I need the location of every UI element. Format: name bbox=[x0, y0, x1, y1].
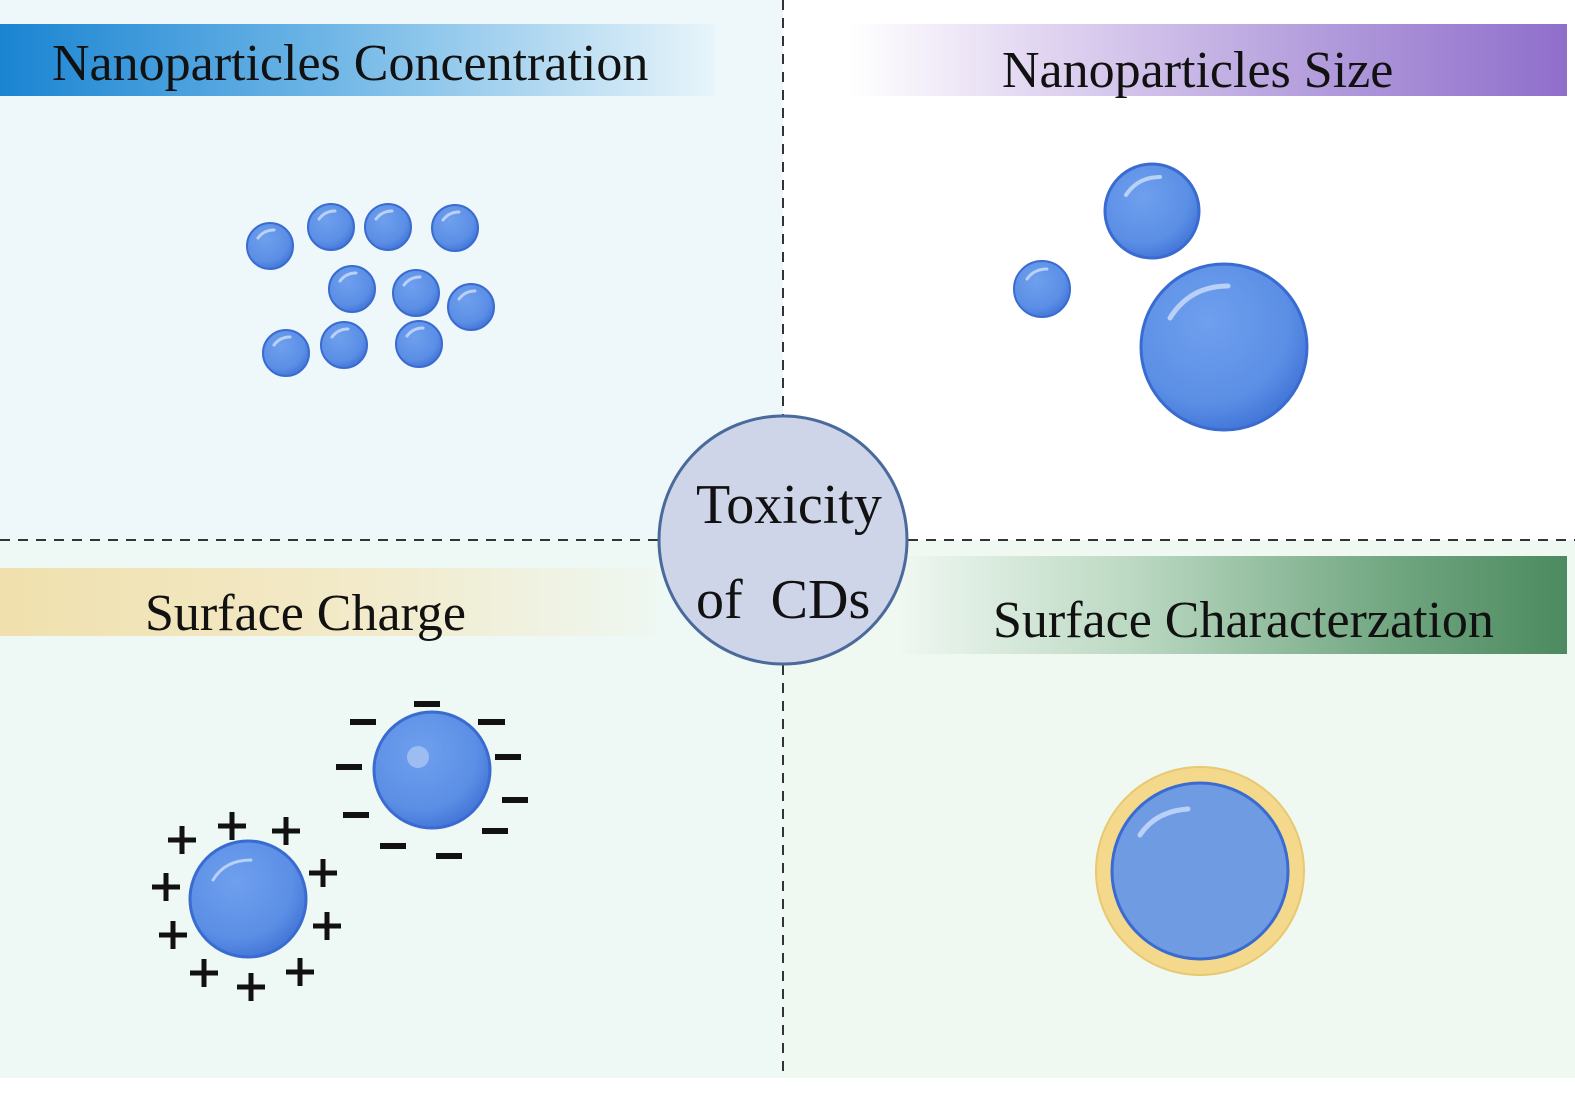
plus-sign bbox=[272, 817, 300, 845]
negative-particle bbox=[372, 710, 492, 830]
particle bbox=[246, 222, 294, 270]
particle bbox=[364, 203, 412, 251]
banner-characterization bbox=[895, 556, 1567, 654]
particle bbox=[320, 321, 368, 369]
particle bbox=[395, 320, 443, 368]
concentration-particles bbox=[246, 203, 495, 377]
plus-sign bbox=[152, 873, 180, 901]
plus-sign bbox=[286, 958, 314, 986]
size-particles bbox=[1013, 162, 1309, 432]
title-size: Nanoparticles Size bbox=[1002, 42, 1394, 99]
title-concentration: Nanoparticles Concentration bbox=[52, 35, 649, 92]
plus-sign bbox=[159, 921, 187, 949]
banner-charge bbox=[0, 568, 655, 636]
particle-core bbox=[1110, 781, 1290, 961]
center-node: Toxicity of CDs bbox=[657, 414, 909, 666]
positive-charges bbox=[152, 812, 341, 1001]
particle bbox=[262, 329, 310, 377]
title-characterization: Surface Characterzation bbox=[993, 592, 1494, 649]
particle bbox=[447, 283, 495, 331]
particle bbox=[328, 265, 376, 313]
banner-size bbox=[850, 24, 1567, 96]
banner-concentration bbox=[0, 24, 715, 96]
negative-charges bbox=[336, 701, 528, 859]
positive-particle bbox=[188, 839, 308, 959]
plus-sign bbox=[309, 859, 337, 887]
plus-sign bbox=[218, 812, 246, 840]
title-charge: Surface Charge bbox=[145, 585, 467, 642]
particle-medium bbox=[1103, 162, 1201, 260]
plus-sign bbox=[190, 959, 218, 987]
plus-sign bbox=[168, 826, 196, 854]
particle-large bbox=[1139, 262, 1309, 432]
particle bbox=[392, 269, 440, 317]
plus-sign bbox=[237, 973, 265, 1001]
center-line-2: of CDs bbox=[696, 569, 870, 631]
particle bbox=[431, 204, 479, 252]
particle-small bbox=[1013, 260, 1071, 318]
center-line-1: Toxicity bbox=[696, 474, 882, 536]
particle bbox=[307, 203, 355, 251]
coated-particle bbox=[1095, 766, 1305, 976]
plus-sign bbox=[313, 912, 341, 940]
center-circle bbox=[657, 414, 909, 666]
